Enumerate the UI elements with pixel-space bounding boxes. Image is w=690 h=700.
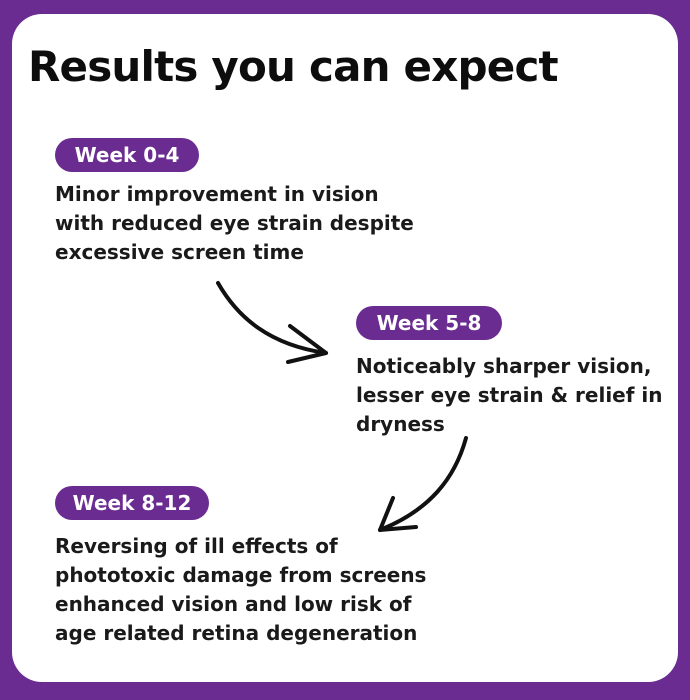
- results-card: Results you can expect Week 0-4 Minor im…: [12, 14, 678, 682]
- stage-badge-week-5-8: Week 5-8: [356, 306, 502, 340]
- stage-badge-week-0-4: Week 0-4: [55, 138, 199, 172]
- stage-description-week-5-8: Noticeably sharper vision, lesser eye st…: [356, 354, 663, 436]
- stage-description-week-0-4: Minor improvement in vision with reduced…: [55, 182, 414, 264]
- stage-description-week-8-12: Reversing of ill effects of phototoxic d…: [55, 534, 427, 645]
- stage-badge-week-8-12: Week 8-12: [55, 486, 209, 520]
- page-title: Results you can expect: [28, 42, 559, 91]
